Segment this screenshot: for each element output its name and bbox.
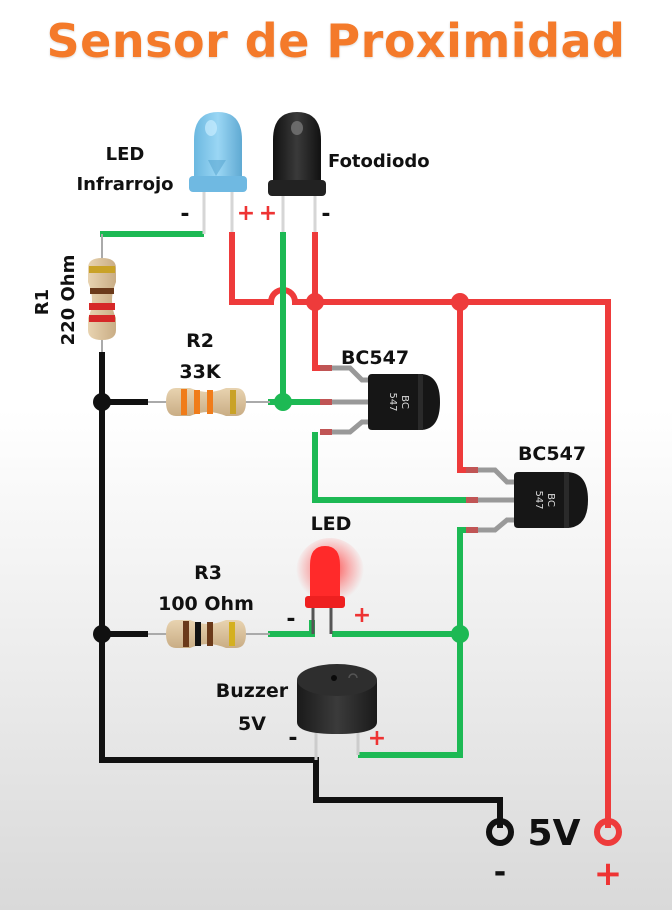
junction-signal-base [274, 393, 292, 411]
buzzer-plus: + [368, 726, 386, 751]
ir-led-minus: - [180, 202, 189, 227]
wire-ground-main [99, 352, 503, 828]
buzzer-minus: - [288, 726, 297, 751]
ir-led-label-line2: Infrarrojo [76, 174, 173, 195]
supply-label: 5V [528, 813, 581, 854]
supply-plus: + [594, 854, 623, 894]
resistor-r1 [88, 234, 116, 352]
junction-positive-1 [306, 293, 324, 311]
wire-positive-q2 [457, 302, 475, 473]
diagram-title: Sensor de Proximidad [46, 14, 626, 68]
r1-name: R1 [32, 289, 53, 315]
supply-positive-terminal [594, 818, 622, 846]
q1-body-line1: BC [399, 395, 410, 409]
junction-ground-r3 [93, 625, 111, 643]
wires-signal [100, 231, 475, 758]
supply-negative-terminal [486, 818, 514, 846]
photodiode [268, 112, 326, 232]
ir-led-plus: + [237, 201, 255, 226]
led-label: LED [311, 513, 352, 535]
resistor-r2 [148, 388, 270, 416]
buzzer [297, 664, 377, 760]
ir-led-label-line1: LED [106, 144, 145, 165]
r3-value: 100 Ohm [158, 593, 254, 615]
r1-value: 220 Ohm [58, 255, 79, 346]
photodiode-plus: + [259, 201, 277, 226]
buzzer-label-line1: Buzzer [216, 680, 289, 702]
junction-ground-r2 [93, 393, 111, 411]
photodiode-label: Fotodiodo [328, 151, 430, 172]
ir-led [189, 112, 247, 234]
junctions [93, 293, 469, 643]
led-plus: + [353, 603, 371, 628]
junction-signal-led [451, 625, 469, 643]
q1-label: BC547 [341, 347, 409, 369]
r2-value: 33K [179, 361, 221, 383]
r2-name: R2 [186, 330, 214, 352]
transistor-q2 [466, 467, 588, 533]
wire-signal-q1-emitter [312, 432, 475, 503]
buzzer-label-line2: 5V [238, 713, 266, 735]
supply-minus: - [494, 855, 506, 890]
junction-positive-2 [451, 293, 469, 311]
power-supply-terminals [486, 818, 622, 846]
wire-signal-photodiode [280, 232, 328, 405]
resistor-r3 [148, 620, 270, 648]
q2-label: BC547 [518, 443, 586, 465]
q2-body-line1: BC [545, 493, 556, 507]
red-led [296, 538, 364, 634]
r3-name: R3 [194, 562, 222, 584]
q2-body-line2: 547 [533, 490, 544, 509]
photodiode-minus: - [321, 202, 330, 227]
q1-body-line2: 547 [387, 392, 398, 411]
transistor-q1 [320, 365, 440, 435]
led-minus: - [286, 607, 295, 632]
